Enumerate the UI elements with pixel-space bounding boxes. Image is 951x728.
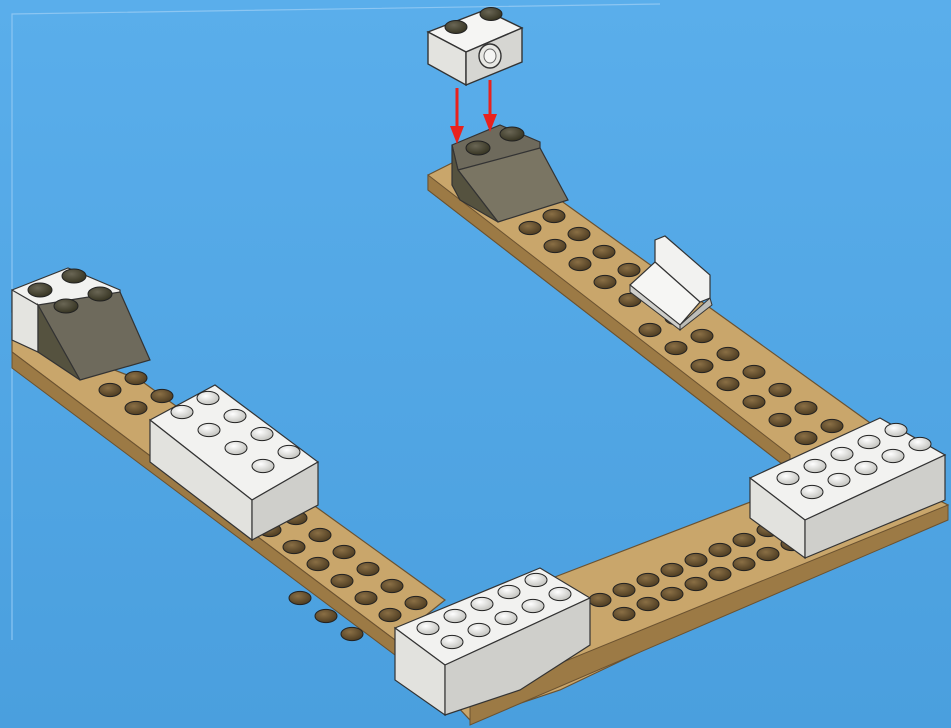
stud [665, 341, 687, 354]
stud [613, 607, 635, 620]
stud [769, 413, 791, 426]
stud [909, 437, 931, 450]
stud [594, 275, 616, 288]
stud [685, 577, 707, 590]
stud [821, 419, 843, 432]
stud [743, 395, 765, 408]
stud [471, 597, 493, 610]
stud [522, 599, 544, 612]
stud [885, 423, 907, 436]
stud [341, 627, 363, 640]
stud [151, 389, 173, 402]
stud [661, 563, 683, 576]
stud [795, 401, 817, 414]
stud [495, 611, 517, 624]
stud [500, 127, 524, 141]
stud [709, 543, 731, 556]
stud [224, 409, 246, 422]
stud [858, 435, 880, 448]
stud [333, 545, 355, 558]
stud [468, 623, 490, 636]
stud [125, 401, 147, 414]
stud [757, 547, 779, 560]
stud [171, 405, 193, 418]
stud [331, 574, 353, 587]
stud [252, 459, 274, 472]
stud [549, 587, 571, 600]
stud [251, 427, 273, 440]
stud [804, 459, 826, 472]
stud [466, 141, 490, 155]
stud [283, 540, 305, 553]
stud [381, 579, 403, 592]
stud [315, 609, 337, 622]
stud [685, 553, 707, 566]
stud [568, 227, 590, 240]
stud [278, 445, 300, 458]
stud [733, 533, 755, 546]
stud [480, 8, 502, 21]
stud [88, 287, 112, 301]
technic-hole-inner [484, 49, 496, 63]
stud [613, 583, 635, 596]
stud [569, 257, 591, 270]
stud [661, 587, 683, 600]
stud [444, 609, 466, 622]
stud [28, 283, 52, 297]
stud [769, 383, 791, 396]
stud [309, 528, 331, 541]
stud [197, 391, 219, 404]
stud [357, 562, 379, 575]
stud [637, 573, 659, 586]
stud [125, 371, 147, 384]
stud [379, 608, 401, 621]
stud [441, 635, 463, 648]
stud [589, 593, 611, 606]
stud [417, 621, 439, 634]
stud [733, 557, 755, 570]
stud [498, 585, 520, 598]
stud [62, 269, 86, 283]
stud [289, 591, 311, 604]
stud [717, 377, 739, 390]
stud [543, 209, 565, 222]
stud [801, 485, 823, 498]
stud [99, 383, 121, 396]
stud [709, 567, 731, 580]
stud [743, 365, 765, 378]
stud [639, 323, 661, 336]
stud [225, 441, 247, 454]
stud [855, 461, 877, 474]
stud [525, 573, 547, 586]
stud [544, 239, 566, 252]
stud [717, 347, 739, 360]
stud [831, 447, 853, 460]
stud [637, 597, 659, 610]
stud [445, 21, 467, 34]
stud [593, 245, 615, 258]
stud [618, 263, 640, 276]
stud [405, 596, 427, 609]
stud [198, 423, 220, 436]
stud [355, 591, 377, 604]
stud [795, 431, 817, 444]
stud [882, 449, 904, 462]
stud [54, 299, 78, 313]
stud [828, 473, 850, 486]
stud [777, 471, 799, 484]
stud [691, 329, 713, 342]
stud [519, 221, 541, 234]
stud [307, 557, 329, 570]
stud [691, 359, 713, 372]
